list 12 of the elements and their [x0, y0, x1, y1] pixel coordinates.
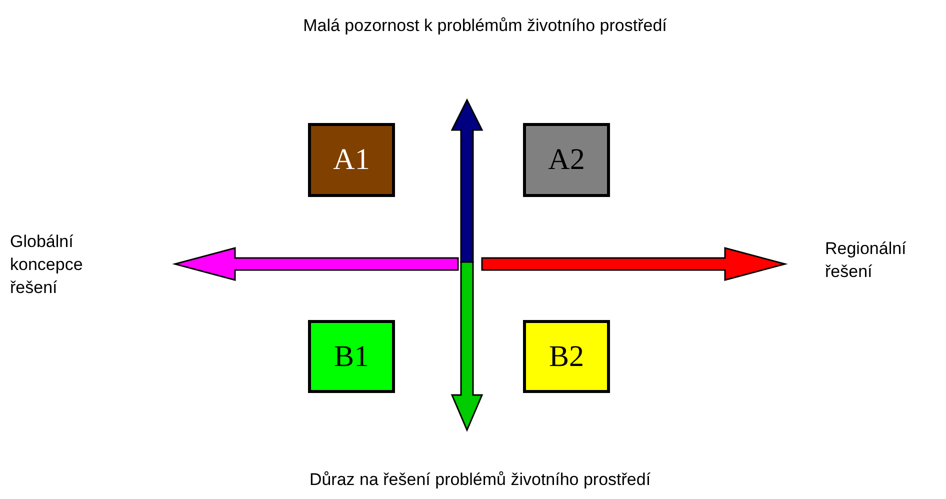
scenario-label: A2 [548, 143, 585, 177]
scenario-box [308, 320, 395, 393]
scenario-box [523, 123, 610, 197]
scenario-label: B1 [334, 340, 369, 374]
scenario-box [523, 320, 610, 393]
axis-label: Malá pozornost k problémům životního prostředí [302, 15, 668, 37]
scenario-box [308, 123, 395, 197]
scenario-label: A1 [333, 143, 370, 177]
axis-label: Regionální řešení [825, 238, 908, 283]
scenario-label: B2 [548, 340, 584, 374]
axis-label: Důraz na řešení problémů životního prostředí [308, 469, 652, 491]
axis-label: Globální koncepce řešení [10, 231, 84, 299]
